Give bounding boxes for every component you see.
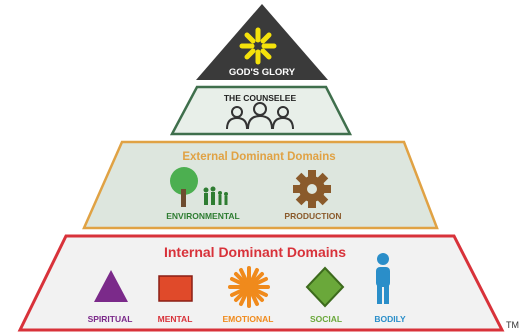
tier-external: External Dominant Domains ENVIRONMENTAL <box>82 140 439 230</box>
diamond-icon <box>305 266 345 308</box>
emotional-item: EMOTIONAL <box>223 266 274 324</box>
person-icon <box>376 253 390 304</box>
bodily-label: BODILY <box>374 314 406 324</box>
production-item: PRODUCTION <box>284 170 342 221</box>
environmental-label: ENVIRONMENTAL <box>166 211 240 221</box>
spiritual-item: SPIRITUAL <box>88 270 133 324</box>
environmental-item: ENVIRONMENTAL <box>166 167 240 221</box>
gods-glory-label: GOD'S GLORY <box>229 67 296 78</box>
spiritual-label: SPIRITUAL <box>88 314 133 324</box>
sunburst-icon <box>239 27 277 65</box>
people-group-icon <box>226 102 294 130</box>
social-label: SOCIAL <box>310 314 342 324</box>
social-item: SOCIAL <box>305 266 345 324</box>
tier-internal: Internal Dominant Domains SPIRITUAL MENT… <box>17 234 505 332</box>
external-band <box>82 140 439 230</box>
bodily-item: BODILY <box>374 253 406 324</box>
tree-family-icon <box>170 167 228 207</box>
mental-item: MENTAL <box>158 275 193 324</box>
tier-gods-glory: GOD'S GLORY <box>196 4 328 80</box>
internal-title: Internal Dominant Domains <box>164 244 346 260</box>
starburst-center <box>245 283 253 291</box>
external-title: External Dominant Domains <box>182 151 335 163</box>
counselee-label: THE COUNSELEE <box>224 93 297 103</box>
triangle-icon <box>94 270 128 302</box>
trademark-mark: TM <box>506 320 519 330</box>
production-label: PRODUCTION <box>284 211 341 221</box>
emotional-label: EMOTIONAL <box>223 314 274 324</box>
rectangle-icon <box>158 275 193 302</box>
gear-icon <box>293 170 331 208</box>
tier-counselee: THE COUNSELEE <box>169 85 353 136</box>
mental-label: MENTAL <box>158 314 193 324</box>
